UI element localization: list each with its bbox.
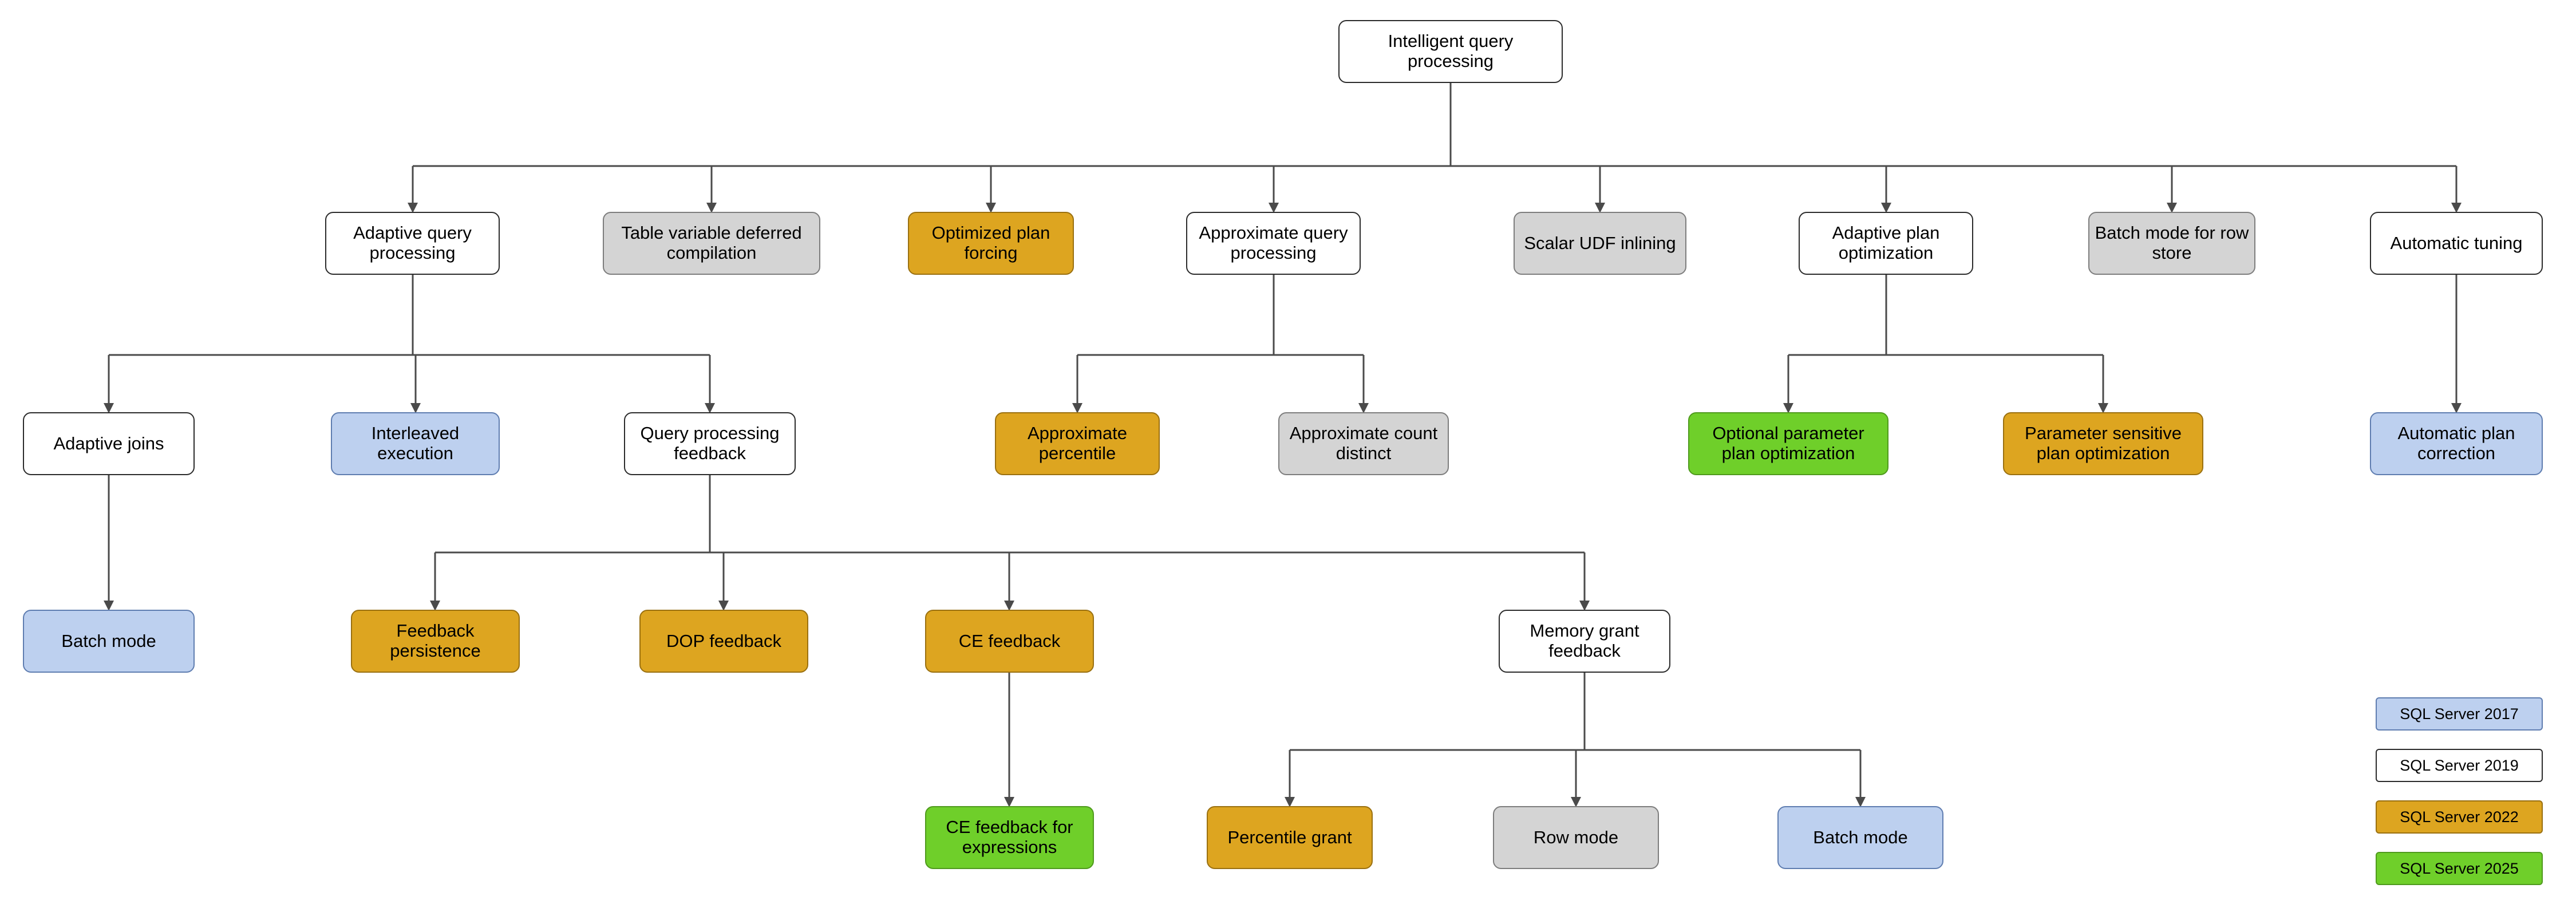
node-dop-feedback[interactable]: DOP feedback [639, 610, 808, 673]
legend-sql-server-2025: SQL Server 2025 [2376, 852, 2543, 885]
node-adaptive-query-processing[interactable]: Adaptive query processing [325, 212, 500, 275]
node-adaptive-plan-optimization[interactable]: Adaptive plan optimization [1799, 212, 1973, 275]
legend-label: SQL Server 2019 [2400, 756, 2519, 774]
node-optional-parameter-plan-optimization[interactable]: Optional parameter plan optimization [1688, 412, 1888, 475]
node-label: Interleaved execution [371, 423, 460, 463]
node-label: Memory grant feedback [1530, 621, 1639, 661]
node-label: Intelligent query processing [1388, 31, 1514, 71]
node-label: Table variable deferred compilation [621, 223, 802, 263]
node-ce-feedback[interactable]: CE feedback [925, 610, 1094, 673]
node-label: Row mode [1533, 827, 1619, 847]
node-table-variable-deferred-compilation[interactable]: Table variable deferred compilation [603, 212, 820, 275]
node-approximate-percentile[interactable]: Approximate percentile [995, 412, 1160, 475]
node-label: Feedback persistence [390, 621, 481, 661]
node-batch-mode-for-row-store[interactable]: Batch mode for row store [2088, 212, 2255, 275]
node-label: Approximate query processing [1199, 223, 1348, 263]
node-label: Optimized plan forcing [931, 223, 1050, 263]
node-row-mode[interactable]: Row mode [1493, 806, 1659, 869]
node-query-processing-feedback[interactable]: Query processing feedback [624, 412, 796, 475]
node-batch-mode-memory-grant[interactable]: Batch mode [1777, 806, 1943, 869]
node-label: Batch mode [1813, 827, 1908, 847]
node-optimized-plan-forcing[interactable]: Optimized plan forcing [908, 212, 1074, 275]
node-label: Adaptive query processing [353, 223, 472, 263]
node-ce-feedback-for-expressions[interactable]: CE feedback for expressions [925, 806, 1094, 869]
node-memory-grant-feedback[interactable]: Memory grant feedback [1499, 610, 1670, 673]
node-percentile-grant[interactable]: Percentile grant [1207, 806, 1373, 869]
node-automatic-plan-correction[interactable]: Automatic plan correction [2370, 412, 2543, 475]
node-label: CE feedback [958, 630, 1061, 651]
node-approximate-query-processing[interactable]: Approximate query processing [1186, 212, 1361, 275]
node-interleaved-execution[interactable]: Interleaved execution [331, 412, 500, 475]
node-label: Adaptive joins [53, 433, 164, 453]
legend-sql-server-2019: SQL Server 2019 [2376, 749, 2543, 782]
node-batch-mode-adaptive-joins[interactable]: Batch mode [23, 610, 195, 673]
node-parameter-sensitive-plan-optimization[interactable]: Parameter sensitive plan optimization [2003, 412, 2203, 475]
node-label: Query processing feedback [640, 423, 780, 463]
legend-label: SQL Server 2017 [2400, 705, 2519, 722]
legend-label: SQL Server 2025 [2400, 859, 2519, 877]
node-label: Adaptive plan optimization [1832, 223, 1940, 263]
node-adaptive-joins[interactable]: Adaptive joins [23, 412, 195, 475]
legend-sql-server-2022: SQL Server 2022 [2376, 800, 2543, 834]
node-label: Approximate count distinct [1289, 423, 1438, 463]
node-label: Batch mode for row store [2095, 223, 2249, 263]
node-automatic-tuning[interactable]: Automatic tuning [2370, 212, 2543, 275]
node-scalar-udf-inlining[interactable]: Scalar UDF inlining [1514, 212, 1686, 275]
node-label: Automatic tuning [2390, 232, 2523, 253]
node-label: Batch mode [61, 630, 156, 651]
node-label: Optional parameter plan optimization [1712, 423, 1864, 463]
node-label: CE feedback for expressions [946, 817, 1073, 857]
legend-label: SQL Server 2022 [2400, 808, 2519, 826]
legend-sql-server-2017: SQL Server 2017 [2376, 697, 2543, 731]
node-approximate-count-distinct[interactable]: Approximate count distinct [1278, 412, 1449, 475]
node-label: Parameter sensitive plan optimization [2025, 423, 2182, 463]
node-label: Approximate percentile [1027, 423, 1128, 463]
node-intelligent-query-processing[interactable]: Intelligent query processing [1338, 20, 1563, 83]
node-label: Scalar UDF inlining [1524, 232, 1676, 253]
node-label: Percentile grant [1227, 827, 1352, 847]
node-feedback-persistence[interactable]: Feedback persistence [351, 610, 520, 673]
node-label: Automatic plan correction [2397, 423, 2515, 463]
node-label: DOP feedback [666, 630, 782, 651]
